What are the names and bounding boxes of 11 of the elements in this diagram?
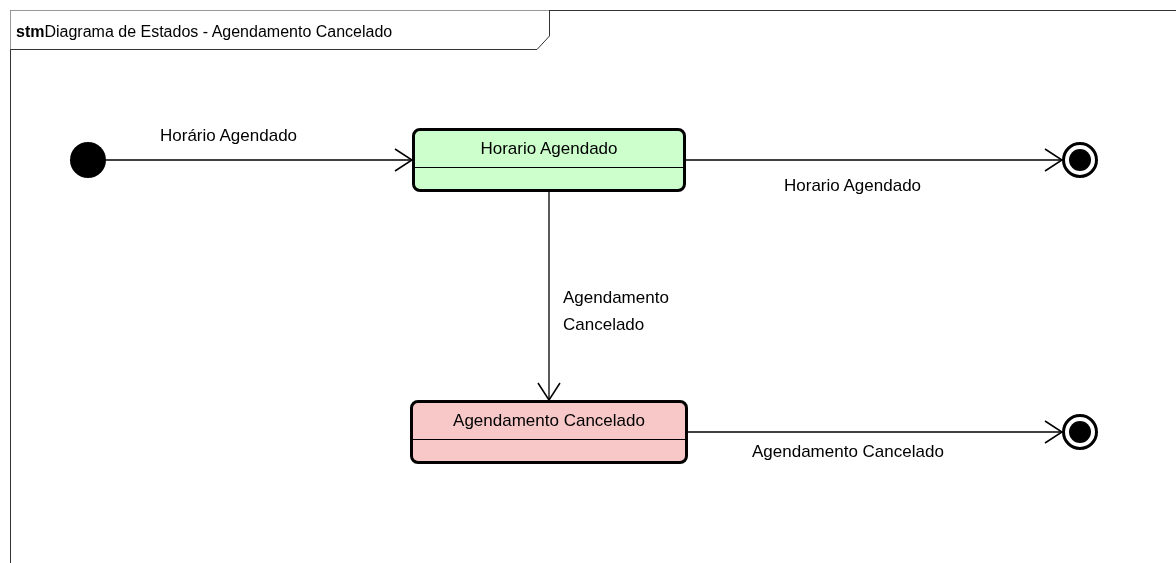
frame-title: stmDiagrama de Estados - Agendamento Cancelado bbox=[16, 22, 393, 42]
state-box bbox=[410, 400, 688, 464]
transition-arrow bbox=[105, 148, 413, 172]
transition-arrow bbox=[687, 420, 1063, 444]
final-state-circle bbox=[1062, 142, 1098, 178]
state-name: Horario Agendado bbox=[479, 138, 619, 160]
state-name: Agendamento Cancelado bbox=[452, 410, 646, 432]
final-state-circle bbox=[1062, 414, 1098, 450]
transition-arrow bbox=[537, 191, 561, 401]
transition-arrow bbox=[685, 148, 1063, 172]
state-box bbox=[412, 128, 686, 192]
